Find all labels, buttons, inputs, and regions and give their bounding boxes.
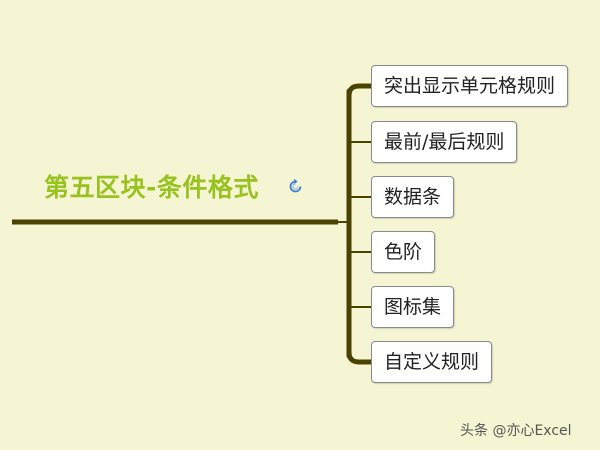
root-topic-title[interactable]: 第五区块-条件格式 xyxy=(44,173,259,202)
branch-6 xyxy=(346,351,371,365)
branch-1 xyxy=(346,83,371,97)
subtopic-highlight-cells-rules[interactable]: 突出显示单元格规则 xyxy=(371,65,569,107)
subtopic-top-bottom-rules[interactable]: 最前/最后规则 xyxy=(371,121,518,163)
subtopic-data-bars[interactable]: 数据条 xyxy=(371,176,455,218)
subtopic-custom-rules[interactable]: 自定义规则 xyxy=(371,341,493,383)
refresh-icon[interactable] xyxy=(287,178,304,195)
subtopic-color-scales[interactable]: 色阶 xyxy=(371,231,436,273)
watermark-text: 头条 @亦心Excel xyxy=(460,423,572,439)
subtopic-icon-sets[interactable]: 图标集 xyxy=(371,286,455,328)
